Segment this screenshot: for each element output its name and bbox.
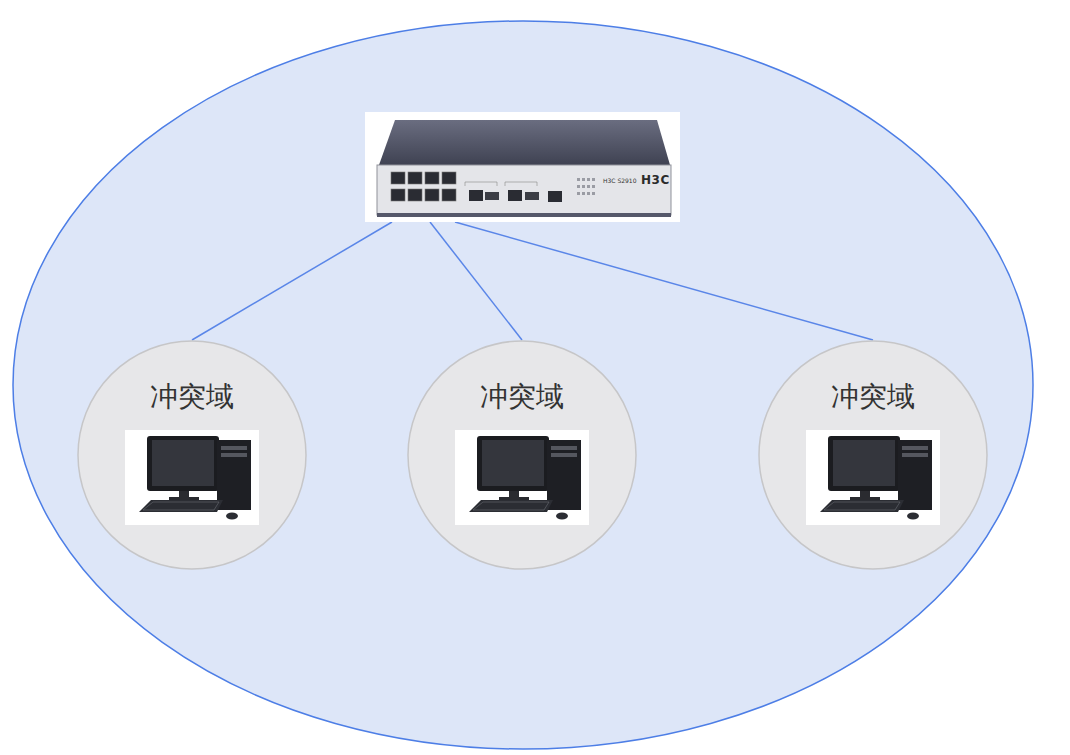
link-line [455, 222, 873, 340]
photo-background [365, 112, 680, 222]
collision-domain: 冲突域 [758, 340, 988, 570]
status-led [577, 178, 580, 181]
sfp-port [485, 192, 499, 200]
switch-front-panel [377, 165, 671, 215]
switch-device: H3C S2910 H3C [365, 112, 680, 222]
status-led [592, 192, 595, 195]
collision-domain-circle [759, 341, 987, 569]
ethernet-port [442, 189, 456, 201]
switch-base [377, 213, 671, 217]
computer-tower [217, 440, 251, 510]
keyboard [469, 500, 553, 512]
drive-bay [221, 446, 247, 450]
switch-top-face [379, 120, 670, 165]
status-led [592, 178, 595, 181]
monitor-frame [147, 436, 219, 491]
link-line [430, 222, 522, 340]
monitor-stand [179, 491, 189, 498]
monitor-screen [833, 440, 895, 486]
domain-label: 冲突域 [77, 380, 307, 414]
keyboard-keys [473, 502, 549, 510]
keyboard-keys [824, 502, 900, 510]
status-led [577, 192, 580, 195]
status-led [582, 185, 585, 188]
icon-background [455, 430, 589, 525]
ethernet-port [408, 172, 422, 184]
ethernet-port [469, 190, 483, 201]
status-led [587, 178, 590, 181]
brand-logo: H3C [641, 174, 670, 186]
ethernet-port [391, 172, 405, 184]
circle-outline [407, 340, 637, 570]
domain-label: 冲突域 [758, 380, 988, 414]
circle-outline [77, 340, 307, 570]
computer-icon [455, 430, 589, 525]
status-led [582, 192, 585, 195]
computer-tower [547, 440, 581, 510]
monitor-frame [828, 436, 900, 491]
status-led [577, 185, 580, 188]
console-port [548, 191, 562, 202]
ethernet-port [442, 172, 456, 184]
collision-domain: 冲突域 [407, 340, 637, 570]
status-led [587, 192, 590, 195]
status-led [582, 178, 585, 181]
computer-icon [806, 430, 940, 525]
monitor-stand [860, 491, 870, 498]
ethernet-port [425, 189, 439, 201]
link-line [192, 222, 392, 340]
drive-bay [902, 453, 928, 457]
icon-background [125, 430, 259, 525]
port-bracket [465, 182, 537, 186]
sfp-port [525, 192, 539, 200]
model-label: H3C S2910 [603, 178, 637, 184]
ethernet-port [508, 190, 522, 201]
keyboard-keys [143, 502, 219, 510]
icon-background [806, 430, 940, 525]
monitor-frame [477, 436, 549, 491]
circle-outline [758, 340, 988, 570]
drive-bay [551, 453, 577, 457]
drive-bay [221, 453, 247, 457]
monitor-screen [152, 440, 214, 486]
ethernet-port [408, 189, 422, 201]
collision-domain-circle [78, 341, 306, 569]
mouse [556, 513, 568, 520]
ethernet-port [391, 189, 405, 201]
computer-icon [125, 430, 259, 525]
monitor-screen [482, 440, 544, 486]
mouse [226, 513, 238, 520]
computer-tower [898, 440, 932, 510]
collision-domain: 冲突域 [77, 340, 307, 570]
mouse [907, 513, 919, 520]
drive-bay [902, 446, 928, 450]
collision-domain-circle [408, 341, 636, 569]
monitor-stand [509, 491, 519, 498]
keyboard [820, 500, 904, 512]
status-led [587, 185, 590, 188]
domain-label: 冲突域 [407, 380, 637, 414]
broadcast-domain-ellipse [13, 21, 1033, 749]
switch-illustration [365, 112, 680, 222]
keyboard [139, 500, 223, 512]
status-led [592, 185, 595, 188]
ethernet-port [425, 172, 439, 184]
drive-bay [551, 446, 577, 450]
